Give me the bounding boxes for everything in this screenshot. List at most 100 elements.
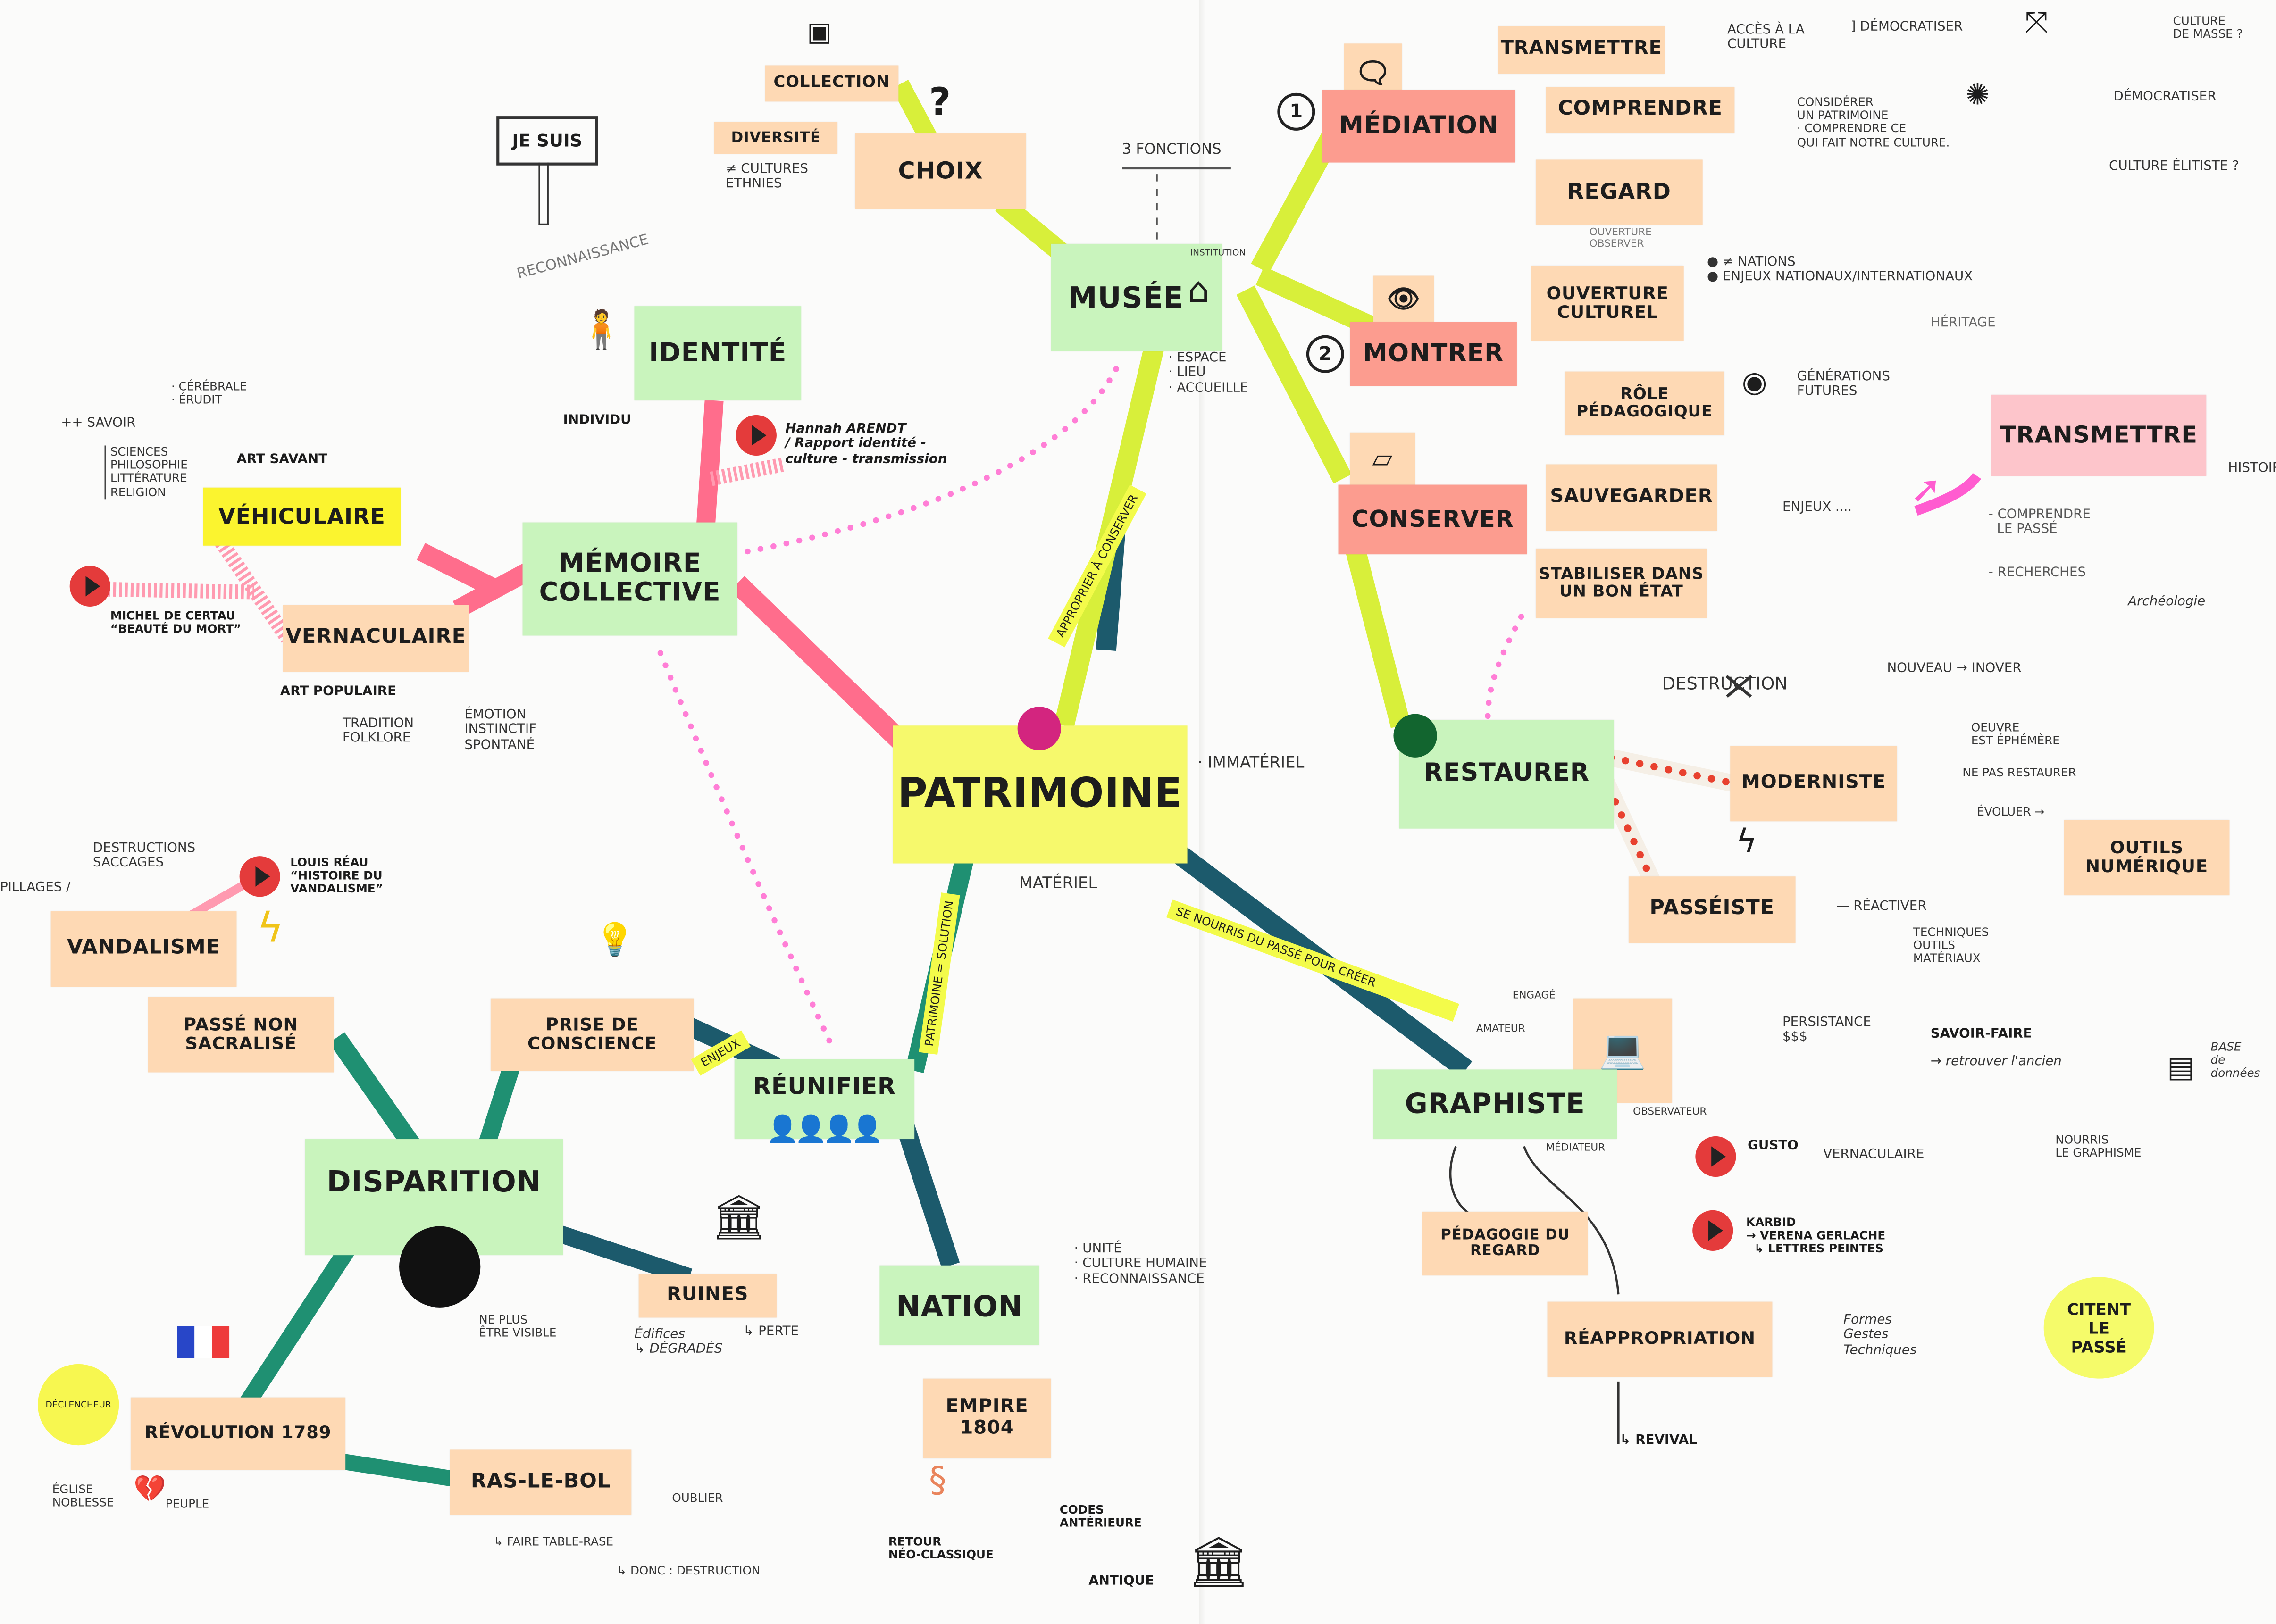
play-icon-reau[interactable]: [239, 856, 280, 897]
note-outils-numerique[interactable]: OUTILS NUMÉRIQUE: [2064, 820, 2230, 896]
tape-musee-montrer: [1255, 266, 1376, 336]
note-reappropriation[interactable]: RÉAPPROPRIATION: [1547, 1301, 1773, 1377]
play-icon-gusto[interactable]: [1695, 1136, 1736, 1177]
tape-memoire-patrimoine: [730, 576, 919, 759]
note-role-pedagogique[interactable]: RÔLE PÉDAGOGIQUE: [1565, 371, 1724, 435]
dotted-conserver-restaurer: [1485, 614, 1524, 722]
antique-label: ANTIQUE: [1088, 1574, 1155, 1589]
art-savant-label: ART SAVANT: [236, 452, 328, 467]
lightning-yellow-icon: ϟ: [257, 904, 284, 952]
note-pedagogie-du-regard[interactable]: PÉDAGOGIE DU REGARD: [1422, 1211, 1588, 1276]
emotion-list: ÉMOTION INSTINCTIF SPONTANÉ: [464, 708, 537, 753]
individu-label: INDIVIDU: [563, 413, 631, 428]
peuple-label: PEUPLE: [165, 1497, 209, 1511]
note-identite[interactable]: IDENTITÉ: [634, 306, 802, 401]
black-hole-icon: [399, 1226, 481, 1308]
destructions-saccages: DESTRUCTIONS SACCAGES: [92, 841, 196, 871]
note-musee[interactable]: MUSÉE: [1051, 243, 1222, 351]
engage-label: ENGAGÉ: [1512, 990, 1556, 1001]
archeologie-label: Archéologie: [2128, 595, 2206, 610]
note-graphiste[interactable]: GRAPHISTE: [1373, 1069, 1617, 1140]
note-moderniste[interactable]: MODERNISTE: [1730, 746, 1897, 822]
play-icon-certeau[interactable]: [69, 566, 110, 607]
note-memoire-collective[interactable]: MÉMOIRE COLLECTIVE: [522, 522, 737, 636]
speech-bubble-icon: 🗨: [1354, 55, 1392, 90]
note-ras-le-bol[interactable]: RAS-LE-BOL: [450, 1449, 632, 1515]
generations-futures: GÉNÉRATIONS FUTURES: [1797, 370, 1890, 400]
mediateur-label: MÉDIATEUR: [1546, 1142, 1606, 1154]
note-citent-le-passe[interactable]: CITENT LE PASSÉ: [2043, 1277, 2154, 1379]
note-vernaculaire[interactable]: VERNACULAIRE: [283, 605, 469, 672]
savoir-faire-label: SAVOIR-FAIRE: [1930, 1027, 2032, 1042]
note-choix[interactable]: CHOIX: [855, 133, 1027, 209]
note-montrer[interactable]: MONTRER: [1350, 322, 1517, 386]
french-flag-icon: [177, 1324, 230, 1367]
box-icon-note: ▱: [1350, 432, 1415, 488]
people-group-icon: 👤👤👤👤: [766, 1114, 883, 1145]
culture-elitiste: CULTURE ÉLITISTE ?: [2109, 159, 2239, 175]
note-empire-1804[interactable]: EMPIRE 1804: [923, 1378, 1051, 1458]
note-transmettre-2[interactable]: TRANSMETTRE: [1991, 394, 2207, 476]
dotted-memoire-reunifier: [657, 650, 838, 1055]
eglise-noblesse: ÉGLISE NOBLESSE: [52, 1483, 114, 1510]
faire-table-rase: ↳ FAIRE TABLE-RASE: [494, 1535, 614, 1549]
note-ouverture-culturel[interactable]: OUVERTURE CULTUREL: [1531, 265, 1684, 341]
ne-plus-visible: NE PLUS ÊTRE VISIBLE: [479, 1313, 557, 1340]
immateriel-label: · IMMATÉRIEL: [1197, 753, 1305, 772]
observateur-label: OBSERVATEUR: [1633, 1106, 1707, 1117]
histoire-label: HISTOIRE: [2228, 461, 2276, 476]
tape-certeau: [101, 582, 254, 600]
note-stabiliser[interactable]: STABILISER DANS UN BON ÉTAT: [1535, 548, 1707, 618]
note-transmettre-1[interactable]: TRANSMETTRE: [1498, 26, 1665, 74]
codes-anterieure: CODES ANTÉRIEURE: [1059, 1503, 1142, 1530]
arendt-reference: Hannah ARENDT / Rapport identité - cultu…: [785, 422, 947, 467]
note-reunifier[interactable]: RÉUNIFIER: [734, 1059, 915, 1140]
lightbulb-icon: 💡: [595, 923, 635, 959]
burst-icon: ✺: [1965, 77, 1990, 112]
considerer-patrimoine: CONSIDÉRER UN PATRIMOINE · COMPRENDRE CE…: [1797, 96, 1950, 149]
musee-label: MUSÉE: [1068, 280, 1184, 315]
note-prise-de-conscience[interactable]: PRISE DE CONSCIENCE: [490, 998, 694, 1071]
tape-revolution-rasbol: [340, 1453, 454, 1487]
retrouver-ancien: → retrouver l'ancien: [1930, 1055, 2062, 1070]
sciences-list: SCIENCES PHILOSOPHIE LITTÉRATURE RELIGIO…: [104, 445, 188, 499]
eye-icon: 👁: [1387, 284, 1421, 315]
play-icon-arendt[interactable]: [736, 415, 777, 456]
note-revolution-1789[interactable]: RÉVOLUTION 1789: [130, 1397, 346, 1470]
note-passeiste[interactable]: PASSÉISTE: [1628, 876, 1796, 943]
note-vehiculaire[interactable]: VÉHICULAIRE: [203, 487, 401, 546]
note-conserver[interactable]: CONSERVER: [1338, 484, 1527, 555]
note-passe-non-sacralise[interactable]: PASSÉ NON SACRALISÉ: [148, 997, 334, 1073]
play-icon-karbid[interactable]: [1692, 1210, 1733, 1251]
tape-musee-conserver: [1236, 285, 1352, 484]
note-vandalisme[interactable]: VANDALISME: [50, 911, 237, 987]
perte-label: ↳ PERTE: [743, 1324, 799, 1340]
note-comprendre[interactable]: COMPRENDRE: [1546, 87, 1735, 134]
laptop-icon: 💻: [1599, 1028, 1647, 1072]
tape-disparition-revolution: [232, 1243, 356, 1420]
unite-culture-reconnaissance: · UNITÉ · CULTURE HUMAINE · RECONNAISSAN…: [1074, 1242, 1207, 1287]
comprendre-le-passe: - COMPRENDRE LE PASSÉ: [1988, 508, 2091, 538]
note-diversite[interactable]: DIVERSITÉ: [714, 122, 838, 154]
note-nation[interactable]: NATION: [879, 1265, 1039, 1345]
espace-lieu-accueille: · ESPACE · LIEU · ACCUEILLE: [1168, 351, 1248, 396]
evoluer-label: ÉVOLUER →: [1977, 805, 2045, 819]
vernaculaire-graphisme: VERNACULAIRE: [1823, 1148, 1925, 1163]
gusto-label: GUSTO: [1748, 1139, 1799, 1154]
note-sauvegarder[interactable]: SAUVEGARDER: [1546, 464, 1717, 531]
eye-icon-generations: ◉: [1741, 364, 1767, 400]
je-suis-sign: JE SUIS: [496, 116, 598, 166]
ne-pas-restaurer: NE PAS RESTAURER: [1962, 766, 2076, 780]
cross-icon: [1723, 675, 1755, 697]
recherches-label: - RECHERCHES: [1988, 566, 2086, 581]
pink-arrow-icon: ➚: [1910, 468, 1942, 513]
tape-memoire-vehiculaire: [417, 543, 498, 596]
scatter-arrows-icon: ⤧: [2025, 4, 2048, 40]
question-marks-icon: ?: [929, 81, 951, 125]
savoir-label: ++ SAVOIR: [61, 416, 136, 431]
note-regard[interactable]: REGARD: [1535, 159, 1703, 225]
revival-label: ↳ REVIVAL: [1620, 1433, 1697, 1449]
note-ruines[interactable]: RUINES: [638, 1274, 777, 1318]
note-collection[interactable]: COLLECTION: [765, 65, 899, 102]
note-mediation[interactable]: MÉDIATION: [1322, 90, 1515, 163]
